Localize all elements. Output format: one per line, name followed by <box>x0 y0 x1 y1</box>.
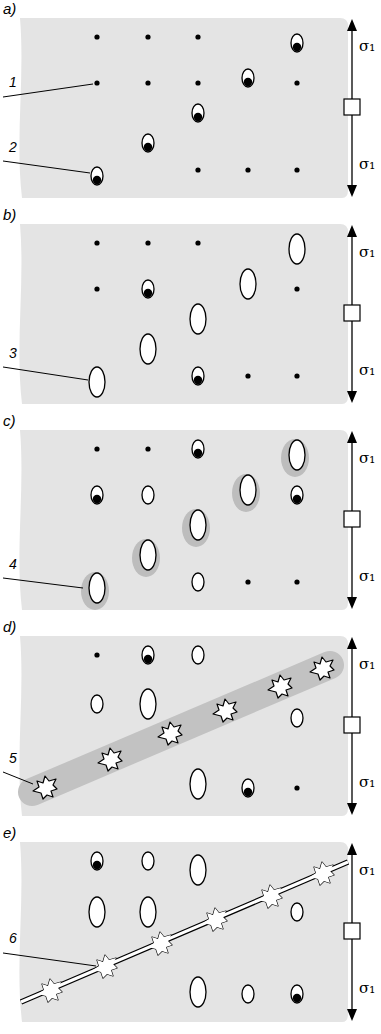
panel-letter: a) <box>3 0 16 17</box>
leader-line <box>3 161 90 173</box>
leader-line <box>3 953 96 966</box>
panel-letter: d) <box>3 618 16 635</box>
panel-letter: b) <box>3 206 16 223</box>
stress-label: σ₁ <box>359 774 375 791</box>
stress-label: σ₁ <box>359 450 375 467</box>
leader-line <box>3 578 83 588</box>
panel-letter: c) <box>3 412 16 429</box>
panel-e <box>3 842 360 1022</box>
leader-line <box>3 772 33 784</box>
panel-d <box>3 636 360 816</box>
stress-label: σ₁ <box>359 980 375 997</box>
leader-line <box>3 367 88 380</box>
stress-label: σ₁ <box>359 568 375 585</box>
stress-label: σ₁ <box>359 862 375 879</box>
stress-label: σ₁ <box>359 244 375 261</box>
callout-number: 3 <box>9 345 17 361</box>
panel-a <box>3 18 360 198</box>
callout-number: 5 <box>9 750 17 766</box>
stress-label: σ₁ <box>359 656 375 673</box>
stress-label: σ₁ <box>359 156 375 173</box>
callout-number: 6 <box>9 930 17 946</box>
callout-number: 4 <box>9 556 17 572</box>
stress-label: σ₁ <box>359 362 375 379</box>
callout-number: 2 <box>9 139 17 155</box>
panel-letter: e) <box>3 824 16 841</box>
panel-c <box>3 430 360 610</box>
crack <box>21 862 348 1002</box>
panel-b <box>3 224 360 404</box>
callout-number: 1 <box>9 74 17 90</box>
stress-label: σ₁ <box>359 38 375 55</box>
